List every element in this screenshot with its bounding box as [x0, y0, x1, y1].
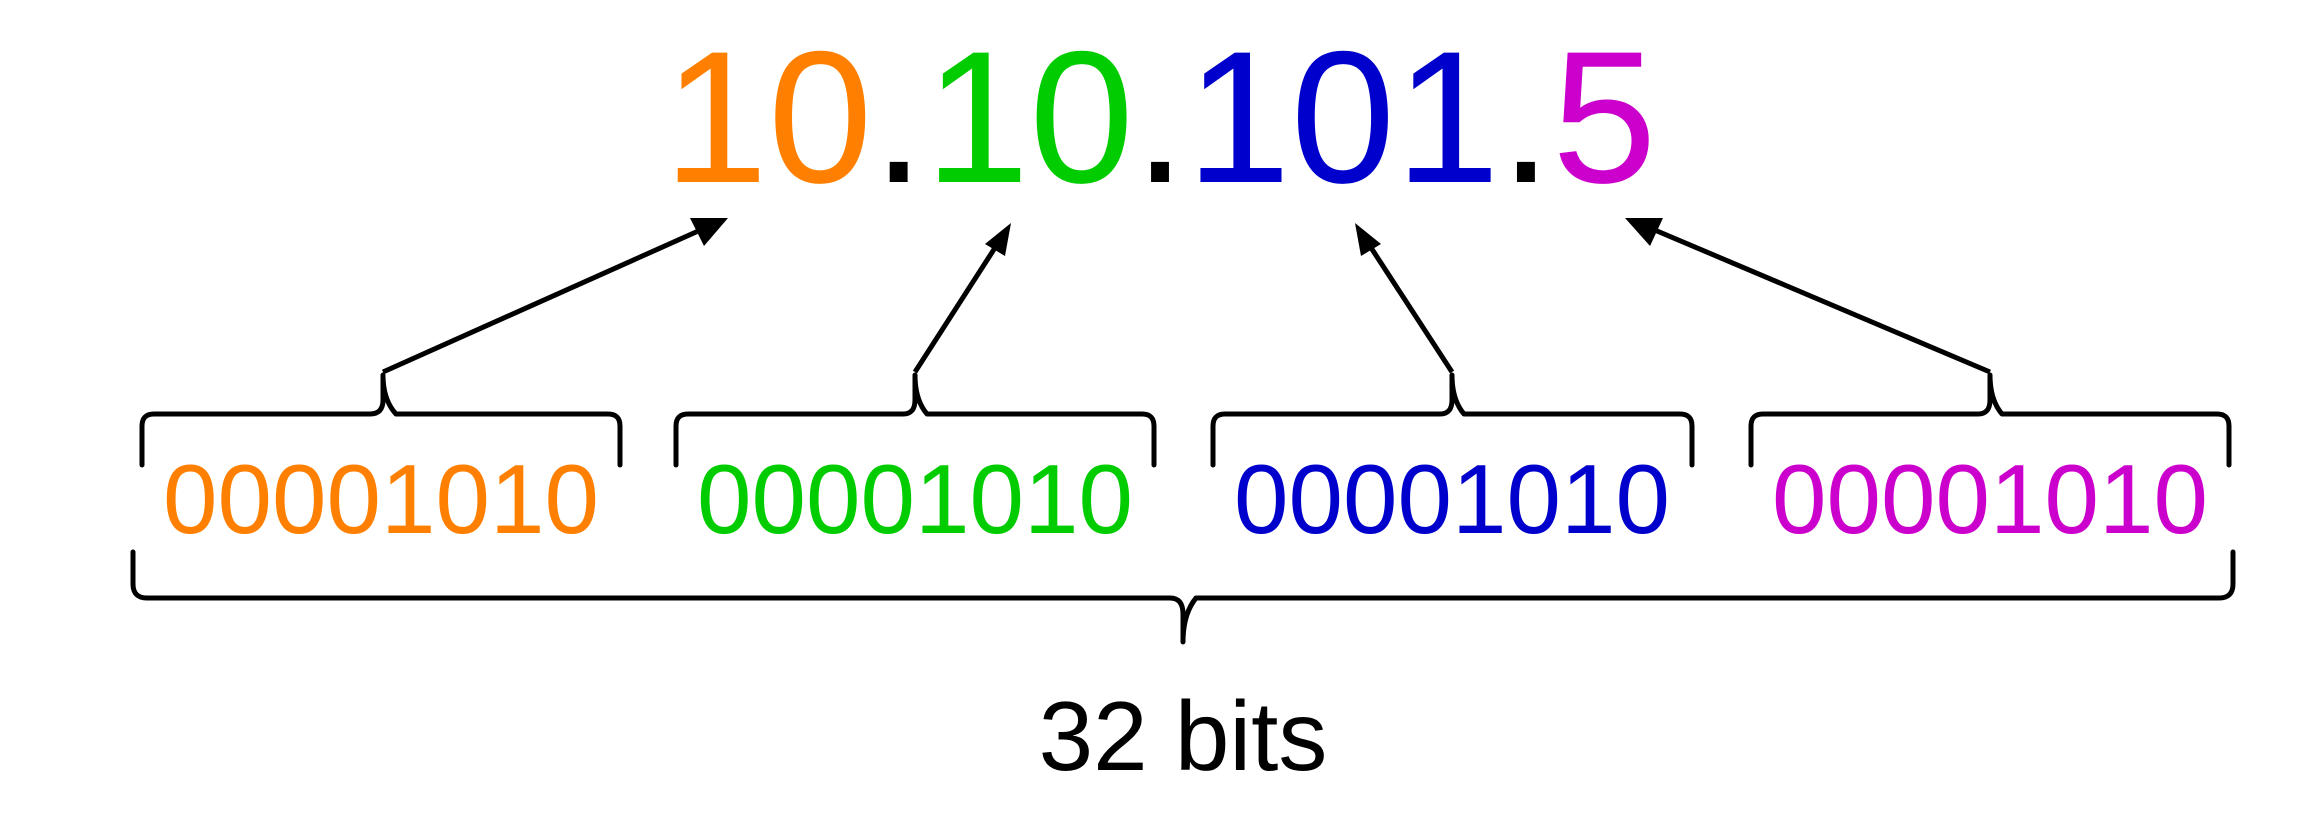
arrow-octet-3	[1355, 223, 1455, 374]
brace-octet-3	[1210, 372, 1695, 468]
octet-braces	[139, 372, 2232, 468]
binary-octet-2: 00001010	[697, 444, 1133, 554]
binary-octet-1: 00001010	[163, 444, 599, 554]
ip-octet-1: 10	[663, 12, 872, 222]
ip-octet-2: 10	[925, 12, 1134, 222]
arrow-octet-1	[381, 218, 728, 375]
total-bits-label: 32 bits	[1039, 681, 1328, 791]
ip-octet-3: 101	[1186, 12, 1500, 222]
binary-octet-4: 00001010	[1772, 444, 2208, 554]
brace-octet-2	[673, 372, 1157, 468]
ip-separator-1: .	[873, 12, 925, 222]
ip-separator-2: .	[1134, 12, 1186, 222]
ip-separator-3: .	[1500, 12, 1552, 222]
binary-octets: 00001010 00001010 00001010 00001010	[163, 444, 2208, 554]
ip-octet-4: 5	[1552, 12, 1657, 222]
binary-octet-3: 00001010	[1234, 444, 1670, 554]
brace-octet-1	[139, 372, 623, 468]
octet-arrows	[381, 218, 1991, 375]
ip-address: 10.10.101.5	[663, 12, 1656, 222]
arrow-octet-2	[912, 223, 1011, 374]
arrow-octet-4	[1625, 218, 1991, 375]
total-brace	[130, 549, 2236, 645]
brace-octet-4	[1748, 372, 2232, 468]
